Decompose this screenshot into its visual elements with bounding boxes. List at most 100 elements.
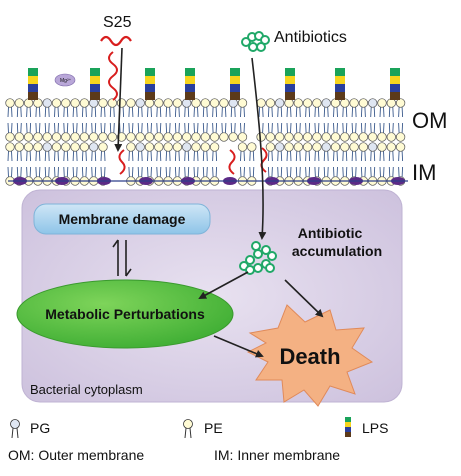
lipid bbox=[312, 98, 322, 118]
lipid bbox=[312, 122, 322, 142]
lipid bbox=[14, 122, 24, 142]
antibiotic-accumulation-label-2: accumulation bbox=[292, 243, 382, 259]
lipid bbox=[340, 142, 350, 162]
lipid bbox=[107, 98, 117, 118]
lipid bbox=[395, 98, 406, 118]
lipid bbox=[200, 122, 210, 142]
lipid bbox=[293, 142, 303, 162]
antibiotic-arrow bbox=[251, 57, 267, 240]
legend-lps-label: LPS bbox=[362, 420, 388, 436]
lipid bbox=[200, 98, 210, 118]
legend: PG PE LPS OM: Outer membrane IM: Inner m… bbox=[8, 417, 388, 463]
lipid bbox=[293, 122, 303, 142]
lipid bbox=[182, 98, 192, 118]
lipid bbox=[89, 142, 99, 162]
lipid bbox=[163, 166, 173, 186]
lipid bbox=[265, 98, 276, 118]
lipid bbox=[368, 122, 378, 142]
lipid-pe-icon bbox=[183, 419, 193, 439]
lipid bbox=[377, 142, 387, 162]
lps-icon bbox=[285, 68, 295, 100]
lipid bbox=[358, 98, 369, 118]
lipid bbox=[107, 122, 117, 142]
lipid bbox=[209, 98, 220, 118]
lipid bbox=[386, 98, 396, 118]
lipid bbox=[126, 142, 136, 162]
lipid bbox=[209, 166, 220, 186]
lipid bbox=[98, 142, 108, 162]
lipid bbox=[330, 142, 341, 162]
lipid bbox=[5, 122, 15, 142]
lipid bbox=[275, 122, 285, 142]
lipid bbox=[135, 98, 145, 118]
lipid bbox=[89, 98, 99, 118]
lipid bbox=[23, 98, 34, 118]
lipid bbox=[395, 122, 406, 142]
inner-membrane-bilayer bbox=[5, 142, 408, 186]
arrow-accumulation-to-death bbox=[284, 279, 324, 318]
lipid bbox=[302, 142, 313, 162]
lipid bbox=[144, 98, 155, 118]
lipid bbox=[340, 166, 350, 186]
legend-pe-label: PE bbox=[204, 420, 223, 436]
lipid bbox=[163, 142, 173, 162]
lipid bbox=[349, 122, 359, 142]
lipid bbox=[377, 166, 387, 186]
lipid bbox=[219, 122, 229, 142]
lipid bbox=[237, 122, 248, 142]
lipid bbox=[163, 122, 173, 142]
lipid bbox=[237, 98, 248, 118]
lipid bbox=[126, 122, 136, 142]
lipid bbox=[247, 166, 257, 186]
s25-peptide-inserted-icon bbox=[108, 51, 118, 101]
lipid bbox=[340, 98, 350, 118]
lipid bbox=[349, 142, 359, 162]
lipid bbox=[293, 98, 303, 118]
lipid bbox=[209, 122, 220, 142]
antibiotic-cluster-icon bbox=[239, 241, 277, 275]
lipid bbox=[14, 98, 24, 118]
lipid bbox=[219, 98, 229, 118]
lipid bbox=[358, 142, 369, 162]
lipid bbox=[321, 142, 331, 162]
lipid bbox=[79, 166, 90, 186]
metabolic-perturbations-label: Metabolic Perturbations bbox=[45, 306, 205, 322]
lipid bbox=[284, 98, 294, 118]
s25-peptide-im-icon-2 bbox=[228, 149, 236, 175]
lipid bbox=[70, 122, 80, 142]
lipid bbox=[386, 142, 396, 162]
lipid bbox=[200, 142, 210, 162]
s25-peptide-im-icon bbox=[118, 149, 126, 175]
lipid bbox=[135, 122, 145, 142]
lipid bbox=[275, 98, 285, 118]
im-label: IM bbox=[412, 160, 436, 185]
arrow-metabolic-to-death bbox=[213, 335, 264, 358]
membrane-damage-box bbox=[33, 203, 211, 235]
lipid bbox=[79, 98, 90, 118]
lps-icon bbox=[185, 68, 195, 100]
lipid bbox=[340, 122, 350, 142]
lipid bbox=[70, 98, 80, 118]
lipid bbox=[237, 166, 248, 186]
lipid bbox=[172, 122, 183, 142]
lipid bbox=[191, 98, 201, 118]
lipid bbox=[126, 98, 136, 118]
lipid bbox=[42, 142, 52, 162]
lipid bbox=[377, 122, 387, 142]
legend-om-full-label: OM: Outer membrane bbox=[8, 447, 144, 463]
equilibrium-arrows-icon bbox=[112, 239, 132, 277]
lipid bbox=[144, 122, 155, 142]
mg-label: Mg²⁺ bbox=[60, 78, 72, 84]
lps-icon bbox=[390, 68, 400, 100]
lipid bbox=[116, 122, 127, 142]
lipid bbox=[70, 166, 80, 186]
lipid bbox=[33, 98, 43, 118]
lipid bbox=[5, 98, 15, 118]
lipid bbox=[265, 122, 276, 142]
lipid bbox=[247, 142, 257, 162]
lipid bbox=[33, 122, 43, 142]
legend-pg-label: PG bbox=[30, 420, 50, 436]
lipid bbox=[395, 142, 406, 162]
lipid bbox=[386, 122, 396, 142]
